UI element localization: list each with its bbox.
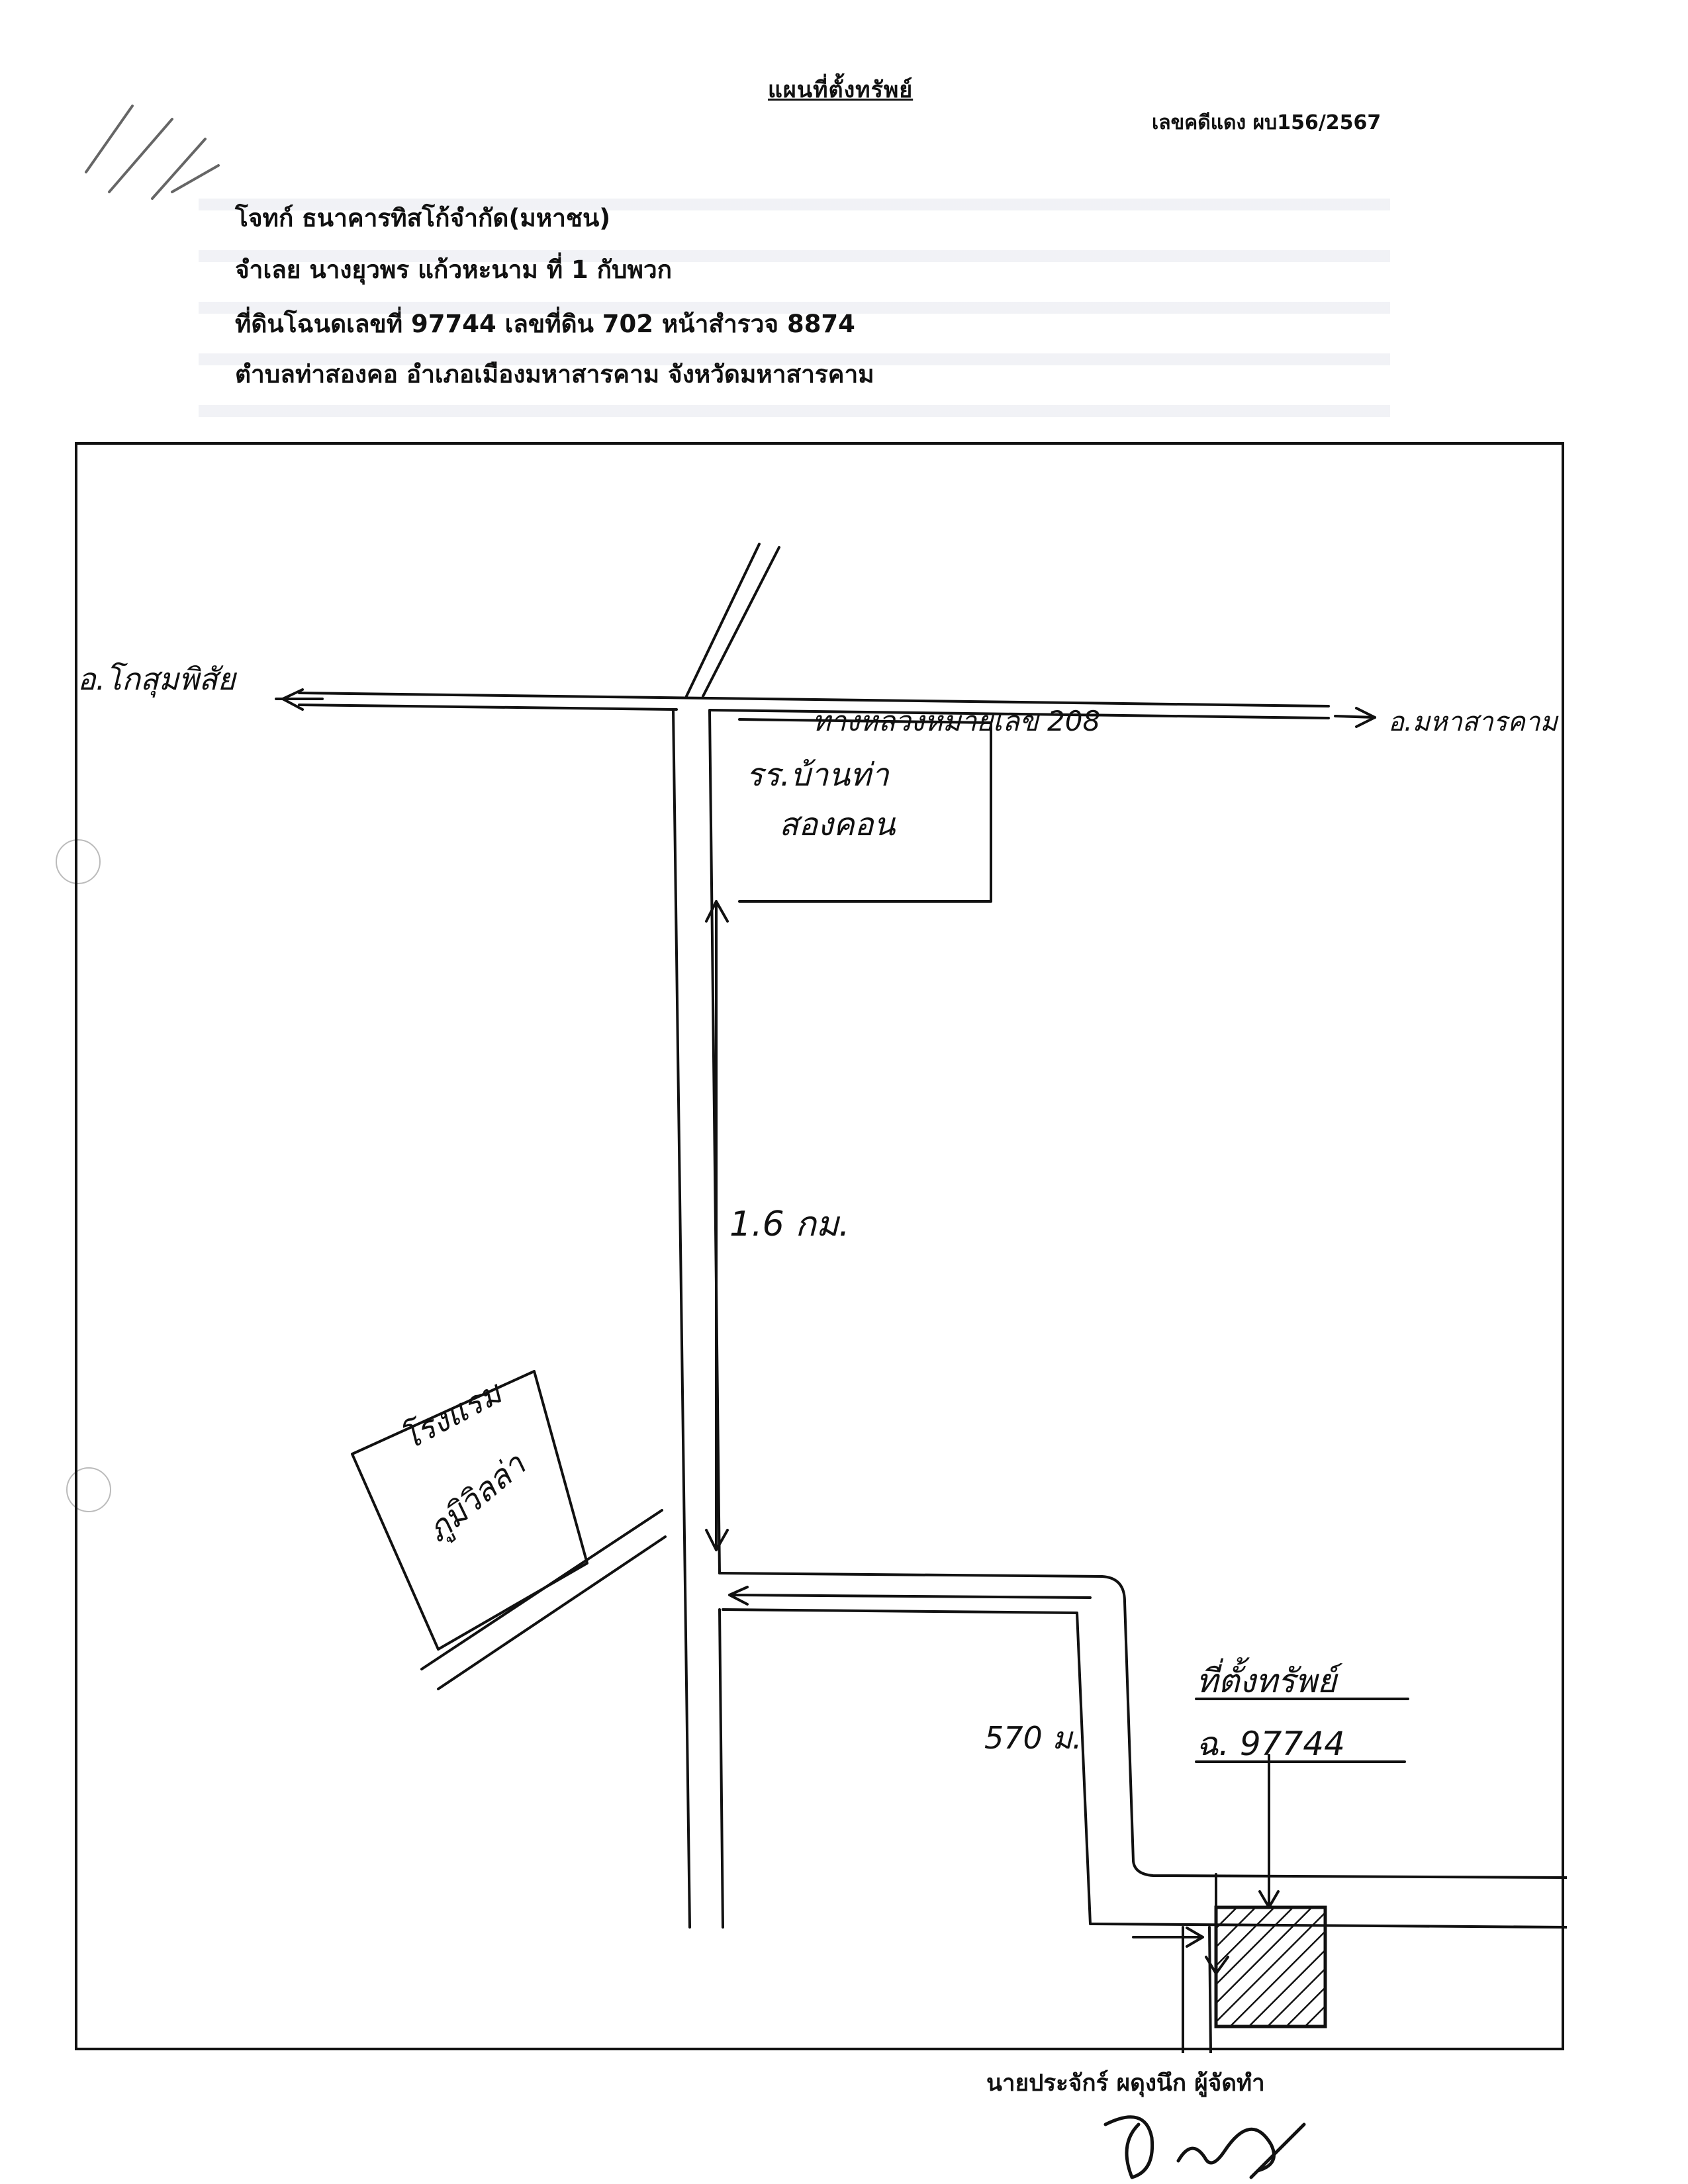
location-line: ตำบลท่าสองคอ อำเภอเมืองมหาสารคาม จังหวัด… xyxy=(235,360,874,388)
road-to-property xyxy=(718,1572,1567,1879)
label-resort-2: ภูมิวิลล่า xyxy=(420,1445,534,1550)
distance-arrow-main xyxy=(705,900,729,1551)
road-to-property-inner xyxy=(722,1608,1567,2053)
map-drawing: อ.โกสุมพิสัย ทางหลวงหมายเลข 208 อ.มหาสาร… xyxy=(77,543,1567,2053)
deed-line: ที่ดินโฉนดเลขที่ 97744 เลขที่ดิน 702 หน้… xyxy=(235,310,855,338)
label-resort-1: โรงแรม xyxy=(395,1373,509,1457)
maker-signature xyxy=(1103,2115,1306,2179)
defendant-line: จำเลย นางยุวพร แก้วหะนาม ที่ 1 กับพวก xyxy=(235,255,673,284)
document-title: แผนที่ตั้งทรัพย์ xyxy=(768,77,914,103)
plaintiff-line: โจทก์ ธนาคารทิสโก้จำกัด(มหาชน) xyxy=(235,204,611,232)
margin-scribble xyxy=(85,105,220,200)
punch-hole xyxy=(66,1467,111,1512)
punch-hole xyxy=(56,839,101,884)
label-highway: ทางหลวงหมายเลข 208 xyxy=(812,705,1100,737)
property-plot xyxy=(1214,1905,1327,2028)
label-school-2: สองคอน xyxy=(779,806,896,843)
highway-208 xyxy=(298,692,1330,719)
show-through-background xyxy=(199,199,1390,417)
label-distance-branch: 570 ม. xyxy=(984,1720,1082,1756)
label-underline xyxy=(1195,1698,1409,1763)
label-east: อ.มหาสารคาม xyxy=(1388,707,1560,737)
main-soi xyxy=(672,708,724,1929)
map-maker: นายประจักร์ ผดุงนึก ผู้จัดทำ xyxy=(986,2070,1265,2097)
case-number: เลขคดีแดง ผบ156/2567 xyxy=(1152,111,1382,134)
distance-arrow-branch xyxy=(728,1586,1092,1606)
label-distance-main: 1.6 กม. xyxy=(729,1205,850,1244)
arrow-west xyxy=(275,688,324,711)
location-map: อ.โกสุมพิสัย ทางหลวงหมายเลข 208 อ.มหาสาร… xyxy=(75,442,1567,2053)
label-west: อ.โกสุมพิสัย xyxy=(77,661,238,698)
road-north-diagonal xyxy=(685,543,780,698)
label-school-1: รร.บ้านท่า xyxy=(746,756,890,794)
branch-soi-resort xyxy=(420,1509,667,1690)
label-property-2: ฉ. 97744 xyxy=(1196,1725,1345,1763)
arrow-into-plot xyxy=(1132,1927,1204,1948)
arrow-east xyxy=(1334,707,1376,728)
resort-outline xyxy=(351,1370,588,1651)
label-property-1: ที่ตั้งทรัพย์ xyxy=(1196,1657,1343,1700)
school-outline xyxy=(738,718,992,903)
